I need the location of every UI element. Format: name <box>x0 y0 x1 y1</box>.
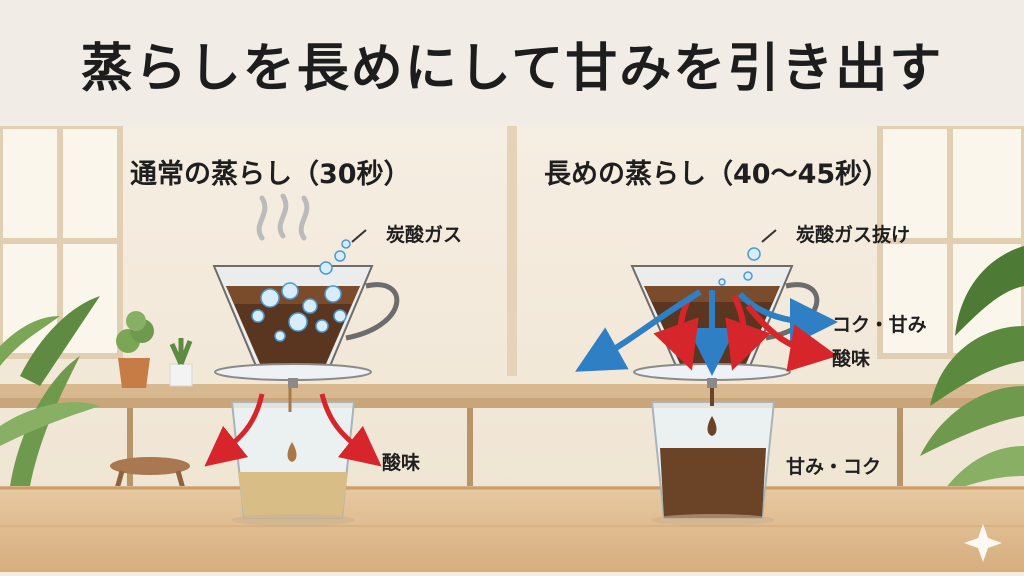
potted-plant-icon <box>116 311 154 388</box>
window-frames <box>0 123 1024 359</box>
left-heading: 通常の蒸らし（30秒） <box>130 159 411 190</box>
left-acid-label: 酸味 <box>382 452 421 474</box>
gas-pointer-left <box>351 229 367 243</box>
co2-bubbles-icon <box>251 239 351 342</box>
sparkle-icon <box>964 524 1002 562</box>
title-bar: 蒸らしを長めにして甘みを引き出す <box>0 0 1024 126</box>
scene-illustration <box>0 123 1024 572</box>
left-gas-label: 炭酸ガス <box>386 224 463 246</box>
gas-pointer-right <box>761 229 777 243</box>
left-plant-icon <box>0 296 100 486</box>
left-glass-icon <box>230 388 356 526</box>
right-glass-icon <box>650 388 776 526</box>
illustration-scene: 通常の蒸らし（30秒） 長めの蒸らし（40〜45秒） 炭酸ガス 炭酸ガス抜け 酸… <box>0 123 1024 572</box>
escaping-bubbles-icon <box>718 247 761 286</box>
right-plant-icon <box>920 246 1024 496</box>
right-kokuamami-label: コク・甘み <box>832 314 927 336</box>
right-gas-label: 炭酸ガス抜け <box>796 224 911 246</box>
small-plant-icon <box>169 338 193 387</box>
right-result-label: 甘み・コク <box>786 456 882 478</box>
front-table <box>0 486 1024 572</box>
page-title: 蒸らしを長めにして甘みを引き出す <box>80 38 944 99</box>
extraction-arrows <box>575 289 838 376</box>
right-heading: 長めの蒸らし（40〜45秒） <box>544 159 890 190</box>
right-acid-label: 酸味 <box>832 348 871 370</box>
steam-icon <box>256 193 310 241</box>
back-counter <box>0 384 1024 398</box>
left-acid-arrows <box>204 393 382 467</box>
